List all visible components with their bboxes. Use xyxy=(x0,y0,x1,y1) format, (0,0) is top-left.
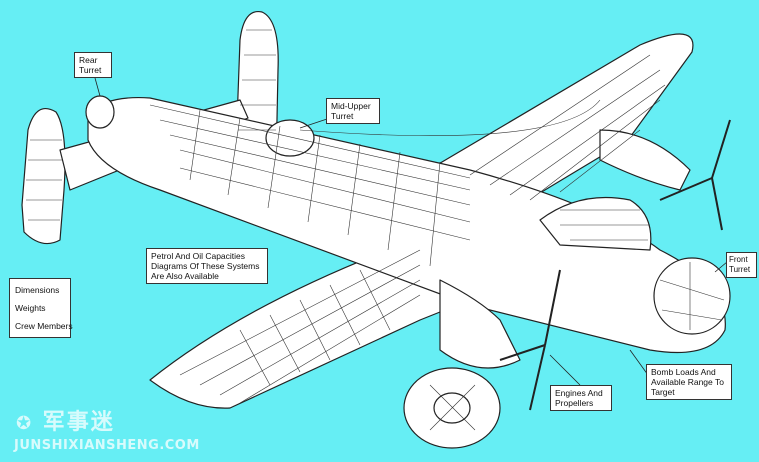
leader-engines xyxy=(549,354,581,386)
mid-upper-turret-label: Mid-Upper Turret xyxy=(326,98,380,124)
front-turret-label: Front Turret xyxy=(726,252,757,278)
wing-right xyxy=(419,33,694,206)
rear-turret-label: Rear Turret xyxy=(74,52,112,78)
nacelle-left xyxy=(439,279,521,369)
mid-upper-turret xyxy=(265,119,315,157)
propeller-left-blade-1 xyxy=(544,269,561,346)
cockpit-canopy xyxy=(539,196,652,251)
leader-rear xyxy=(94,77,101,97)
propeller-right-blade-1 xyxy=(711,119,731,179)
nose-front-turret xyxy=(653,257,731,335)
bomb-loads-label: Bomb Loads And Available Range To Target xyxy=(646,364,732,400)
engines-label: Engines And Propellers xyxy=(550,385,612,411)
capacities-label: Petrol And Oil Capacities Diagrams Of Th… xyxy=(146,248,268,284)
wing-left xyxy=(149,237,471,409)
rear-turret xyxy=(85,95,115,129)
star-icon: ✪ xyxy=(16,413,34,434)
tail-fin-left xyxy=(21,108,66,245)
watermark-logo: ✪ 军事迷 xyxy=(16,410,115,435)
watermark-site: JUNSHIXIANSHENG.COM xyxy=(14,438,200,453)
nacelle-right xyxy=(599,129,691,191)
propeller-right-blade-2 xyxy=(711,177,723,231)
propeller-left-blade-3 xyxy=(499,344,546,361)
leader-mid-upper xyxy=(299,117,331,129)
propeller-left-blade-2 xyxy=(529,344,546,411)
propeller-right-blade-3 xyxy=(659,177,713,201)
leader-front xyxy=(714,261,728,273)
specs-label: Dimensions Weights Crew Members xyxy=(9,278,73,338)
leader-bomb xyxy=(629,349,649,376)
